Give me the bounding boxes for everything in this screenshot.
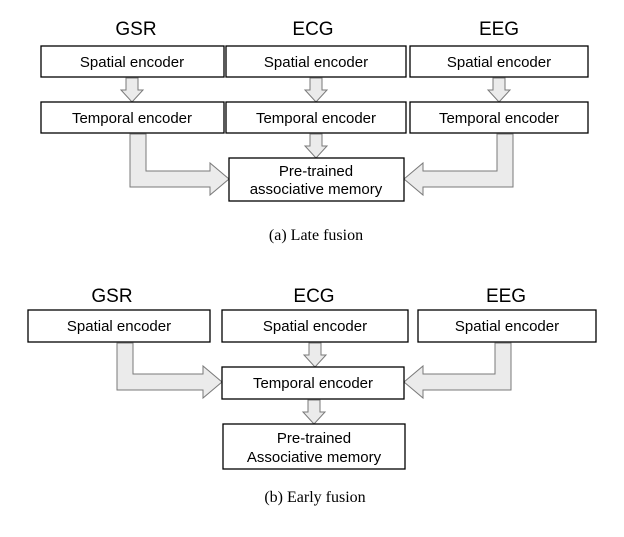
late-gsr-to-memory-arrow <box>129 133 230 197</box>
early-gsr-spatial-encoder-label: Spatial encoder <box>67 318 171 335</box>
late-ecg-temporal-encoder-label: Temporal encoder <box>256 110 376 127</box>
late-eeg-label: EEG <box>479 19 519 40</box>
early-ecg-down-arrow <box>302 342 328 368</box>
late-eeg-spatial-encoder-label: Spatial encoder <box>447 54 551 71</box>
late-fusion-caption: (a) Late fusion <box>269 227 363 244</box>
early-temporal-encoder-label: Temporal encoder <box>253 375 373 392</box>
late-gsr-spatial-encoder-box <box>40 45 225 78</box>
late-ecg-temporal-encoder-box <box>225 101 407 134</box>
early-memory-line2: Associative memory <box>247 449 382 466</box>
early-fusion-diagram: GSR ECG EEG Spatial encoder Spatial enco… <box>27 286 597 506</box>
late-ecg-label: ECG <box>292 19 333 40</box>
late-eeg-to-memory-arrow <box>403 133 514 197</box>
late-gsr-temporal-encoder-label: Temporal encoder <box>72 110 192 127</box>
early-gsr-label: GSR <box>91 286 132 307</box>
late-eeg-temporal-encoder-label: Temporal encoder <box>439 110 559 127</box>
early-temporal-to-memory-arrow <box>301 399 327 425</box>
late-associative-memory-box <box>228 157 405 202</box>
early-eeg-to-temporal-arrow <box>403 342 512 400</box>
early-ecg-label: ECG <box>293 286 334 307</box>
late-gsr-label: GSR <box>115 19 156 40</box>
early-temporal-encoder-box <box>221 366 405 400</box>
late-eeg-temporal-encoder-box <box>409 101 589 134</box>
early-gsr-to-temporal-arrow <box>116 342 223 400</box>
early-memory-line1: Pre-trained <box>277 430 351 447</box>
late-fusion-diagram: GSR ECG EEG Spatial encoder Spatial enco… <box>40 19 589 244</box>
late-memory-line2: associative memory <box>250 181 383 198</box>
early-eeg-spatial-encoder-box <box>417 309 597 343</box>
late-gsr-spatial-encoder-label: Spatial encoder <box>80 54 184 71</box>
early-ecg-spatial-encoder-label: Spatial encoder <box>263 318 367 335</box>
late-memory-line1: Pre-trained <box>279 163 353 180</box>
late-ecg-to-memory-arrow <box>303 133 329 159</box>
early-fusion-caption: (b) Early fusion <box>264 489 365 506</box>
late-eeg-spatial-encoder-box <box>409 45 589 78</box>
late-ecg-spatial-encoder-box <box>225 45 407 78</box>
late-ecg-spatial-encoder-label: Spatial encoder <box>264 54 368 71</box>
early-associative-memory-box <box>222 423 406 470</box>
early-gsr-spatial-encoder-box <box>27 309 211 343</box>
early-eeg-label: EEG <box>486 286 526 307</box>
late-ecg-down-arrow <box>303 77 329 103</box>
early-ecg-spatial-encoder-box <box>221 309 409 343</box>
late-eeg-down-arrow <box>486 77 512 103</box>
early-eeg-spatial-encoder-label: Spatial encoder <box>455 318 559 335</box>
late-gsr-down-arrow <box>119 77 145 103</box>
late-gsr-temporal-encoder-box <box>40 101 225 134</box>
